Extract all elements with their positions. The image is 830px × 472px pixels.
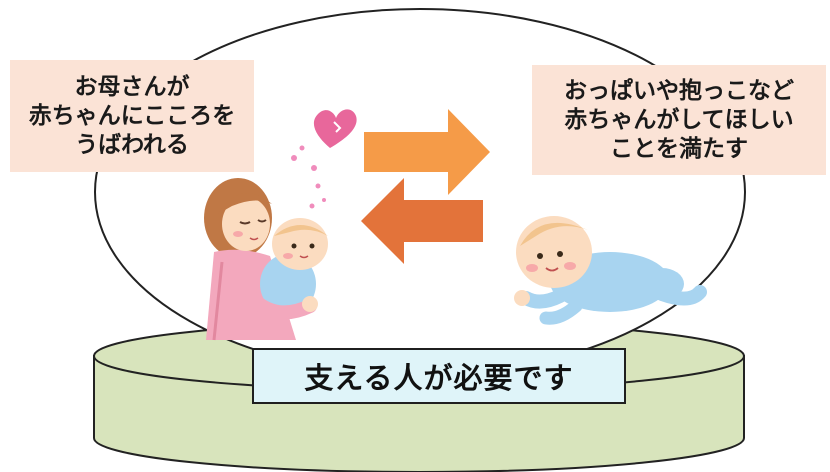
arrow-right [364, 109, 490, 195]
arrow-left [361, 178, 483, 264]
support-needed-banner: 支える人が必要です [252, 348, 626, 404]
mother-label-line-3: うばわれる [75, 131, 189, 158]
heart-icon [313, 109, 357, 148]
baby-label-line-1: おっぱいや抱っこなど [564, 77, 794, 104]
mother-label-line-1: お母さんが [74, 73, 190, 100]
mother-label-line-2: 赤ちゃんにこころを [28, 102, 236, 129]
baby-label-line-3: ことを満たす [610, 135, 748, 162]
baby-needs-label: おっぱいや抱っこなど 赤ちゃんがしてほしい ことを満たす [532, 65, 826, 175]
mother-with-baby-illustration [204, 178, 328, 341]
sparkle-icons [291, 145, 326, 209]
mother-label: お母さんが 赤ちゃんにこころを うばわれる [10, 60, 254, 172]
crawling-baby-illustration [514, 216, 707, 325]
baby-label-line-2: 赤ちゃんがしてほしい [564, 106, 794, 133]
